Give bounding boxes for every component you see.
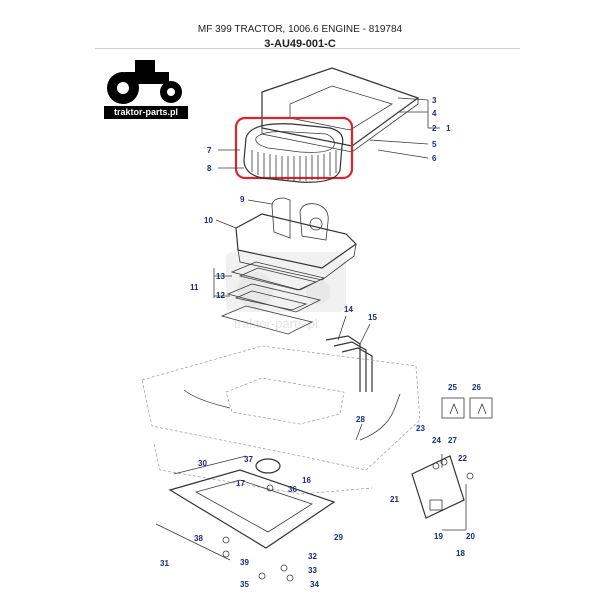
cable — [183, 389, 401, 441]
callout-20: 20 — [466, 532, 475, 541]
callout-14: 14 — [344, 305, 353, 314]
callout-30: 30 — [198, 459, 207, 468]
callout-38: 38 — [194, 534, 203, 543]
callout-36: 36 — [288, 485, 297, 494]
callout-34: 34 — [310, 580, 319, 589]
callout-21: 21 — [390, 495, 399, 504]
logo-text: traktor-parts.pl — [104, 106, 188, 119]
grille-plates — [220, 261, 326, 335]
callout-3: 3 — [432, 96, 437, 105]
callout-2: 2 — [432, 124, 437, 133]
callout-1: 1 — [446, 124, 451, 133]
cab-roof-outline — [141, 345, 421, 495]
switch-icon-26 — [469, 397, 493, 419]
blower-housing — [235, 197, 357, 281]
callout-8: 8 — [207, 164, 212, 173]
callout-15: 15 — [368, 313, 377, 322]
switch-icon-25 — [441, 397, 465, 419]
callout-29: 29 — [334, 533, 343, 542]
callout-19: 19 — [434, 532, 443, 541]
callout-27: 27 — [448, 436, 457, 445]
callout-31: 31 — [160, 559, 169, 568]
pipes — [325, 335, 373, 392]
callout-37: 37 — [244, 455, 253, 464]
callout-18: 18 — [456, 549, 465, 558]
callout-25: 25 — [448, 383, 457, 392]
callout-13: 13 — [216, 272, 225, 281]
callout-22: 22 — [458, 454, 467, 463]
callout-32: 32 — [308, 552, 317, 561]
control-panel — [411, 397, 493, 519]
callout-35: 35 — [240, 580, 249, 589]
callout-28: 28 — [356, 415, 365, 424]
tractor-logo-icon — [107, 60, 182, 104]
callout-17: 17 — [236, 479, 245, 488]
callout-labels: 3 4 2 1 5 6 7 8 9 10 11 13 12 14 15 28 2… — [160, 96, 481, 589]
callout-12: 12 — [216, 291, 225, 300]
header-divider — [95, 48, 520, 49]
callout-23: 23 — [416, 424, 425, 433]
callout-33: 33 — [308, 566, 317, 575]
callout-11: 11 — [190, 283, 199, 292]
callout-6: 6 — [432, 154, 437, 163]
callout-39: 39 — [240, 558, 249, 567]
top-cover-plate — [261, 67, 420, 153]
mounting-frame — [155, 455, 336, 582]
callout-24: 24 — [432, 436, 441, 445]
diagram-title: MF 399 TRACTOR, 1006.6 ENGINE - 819784 — [197, 24, 403, 35]
callout-5: 5 — [432, 140, 437, 149]
callout-9: 9 — [240, 195, 245, 204]
watermark-text: traktor-parts.pl — [234, 316, 318, 331]
callout-10: 10 — [204, 216, 213, 225]
air-filter-element — [234, 116, 354, 183]
callout-7: 7 — [207, 146, 212, 155]
callout-26: 26 — [472, 383, 481, 392]
diagram-code: 3-AU49-001-C — [264, 38, 336, 50]
callout-4: 4 — [432, 109, 437, 118]
callout-16: 16 — [302, 476, 311, 485]
leader-lines — [213, 97, 467, 531]
